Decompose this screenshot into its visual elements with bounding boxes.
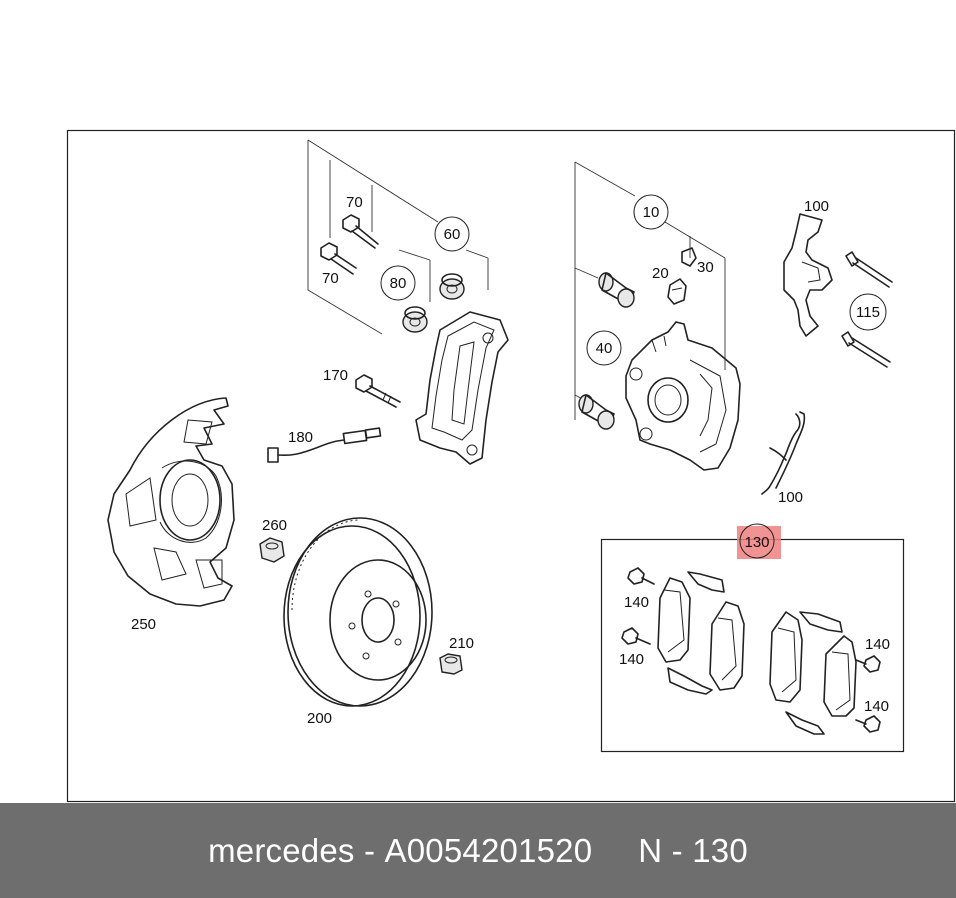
pad-bolt-140-b (621, 627, 651, 645)
brake-pad-set-frame (600, 538, 905, 753)
guide-pin-upper (598, 272, 635, 308)
brake-pad-outer-right (785, 635, 857, 735)
brake-caliper (625, 321, 741, 471)
anti-rattle-spring-100-upper (783, 213, 833, 337)
label-30: 30 (697, 259, 714, 276)
footer-part-number: A0054201520 (384, 831, 593, 869)
label-250: 250 (131, 616, 156, 633)
wear-sensor-180 (267, 427, 382, 463)
label-140-c: 140 (865, 636, 890, 653)
guide-pin-lower (578, 394, 615, 430)
dust-shield-250 (107, 397, 235, 607)
callout-circle-80 (380, 265, 416, 301)
disc-screw-210 (439, 653, 463, 675)
bushing-60 (439, 273, 465, 300)
brake-disc-200 (283, 517, 433, 707)
callout-circle-10 (633, 194, 669, 230)
anti-rattle-spring-100-lower (761, 411, 806, 495)
bolt-70-lower (320, 242, 357, 275)
label-100-lower: 100 (778, 489, 803, 506)
callout-circle-130 (739, 523, 775, 559)
bleeder-screw-20 (667, 278, 687, 305)
callout-circle-60 (434, 216, 470, 252)
label-40: 40 (596, 340, 613, 357)
wheel-hub-bolt-260 (259, 537, 285, 563)
pad-bolt-140-a (627, 567, 655, 585)
bolt-70-upper (342, 214, 379, 249)
brake-pad-outer-left (667, 601, 745, 695)
footer-brand: mercedes (208, 831, 355, 869)
callout-circle-40 (586, 330, 622, 366)
label-180: 180 (288, 429, 313, 446)
pad-bolt-140-d (855, 715, 881, 733)
label-140-b: 140 (619, 651, 644, 668)
footer-separator: - (363, 831, 376, 869)
guide-pin-115-lower (841, 331, 891, 368)
label-70-upper: 70 (346, 194, 363, 211)
brake-pad-inner-left (657, 571, 725, 663)
label-10: 10 (643, 204, 660, 221)
label-260: 260 (262, 517, 287, 534)
footer-position-label: N - 130 (638, 831, 748, 869)
bushing-80 (402, 306, 428, 333)
label-140-d: 140 (864, 698, 889, 715)
label-130: 130 (744, 534, 769, 551)
carrier-group-leaders (307, 139, 489, 335)
cap-30 (681, 247, 697, 267)
pad-bolt-140-c (855, 655, 881, 673)
brake-pad-inner-right (769, 611, 843, 703)
diagram-frame (66, 129, 956, 803)
label-115: 115 (856, 304, 880, 321)
part-number-footer: mercedes - A0054201520 N - 130 (0, 803, 956, 898)
label-170: 170 (323, 367, 348, 384)
label-70-lower: 70 (322, 270, 339, 287)
parts-diagram: 60 80 10 40 115 130 70 70 20 30 100 100 … (66, 129, 956, 803)
label-80: 80 (390, 275, 407, 292)
label-60: 60 (444, 226, 461, 243)
label-210: 210 (449, 635, 474, 652)
callout-circle-115 (849, 293, 887, 331)
caliper-group-leaders (574, 161, 726, 420)
label-100-upper: 100 (804, 198, 829, 215)
bolt-170 (355, 374, 401, 408)
caliper-carrier-bracket (415, 311, 509, 465)
label-140-a: 140 (624, 594, 649, 611)
label-20: 20 (652, 265, 669, 282)
label-200: 200 (307, 710, 332, 727)
guide-pin-115-upper (845, 251, 893, 288)
